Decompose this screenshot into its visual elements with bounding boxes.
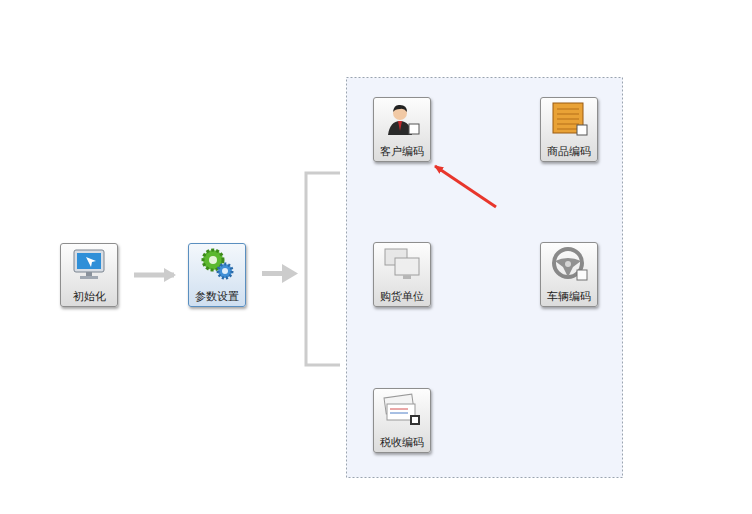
gears-icon xyxy=(197,247,237,283)
box-icon xyxy=(549,101,589,137)
monitor-icon xyxy=(69,247,109,283)
tickets-icon xyxy=(382,392,422,428)
icon-tile: 车辆编码 xyxy=(540,242,598,307)
tile-label: 初始化 xyxy=(61,290,117,303)
tile-label: 参数设置 xyxy=(189,290,245,303)
group-arrow xyxy=(262,264,298,283)
person-icon xyxy=(382,101,422,137)
icon-tile: 客户编码 xyxy=(373,97,431,162)
tile-label: 客户编码 xyxy=(374,145,430,158)
tile-label: 税收编码 xyxy=(374,436,430,449)
wheel-icon xyxy=(549,246,589,282)
flow-arrow xyxy=(134,273,174,278)
group-bracket xyxy=(306,173,340,365)
tile-label: 车辆编码 xyxy=(541,290,597,303)
pointer-arrow xyxy=(435,166,496,207)
icon-tile: 购货单位 xyxy=(373,242,431,307)
icon-tile: 商品编码 xyxy=(540,97,598,162)
tile-label: 商品编码 xyxy=(541,145,597,158)
icon-tile: 税收编码 xyxy=(373,388,431,453)
monitors-icon xyxy=(382,246,422,282)
icon-tile: 参数设置 xyxy=(188,243,246,307)
group-panel xyxy=(347,78,623,478)
icon-tile: 初始化 xyxy=(60,243,118,307)
tile-label: 购货单位 xyxy=(374,290,430,303)
